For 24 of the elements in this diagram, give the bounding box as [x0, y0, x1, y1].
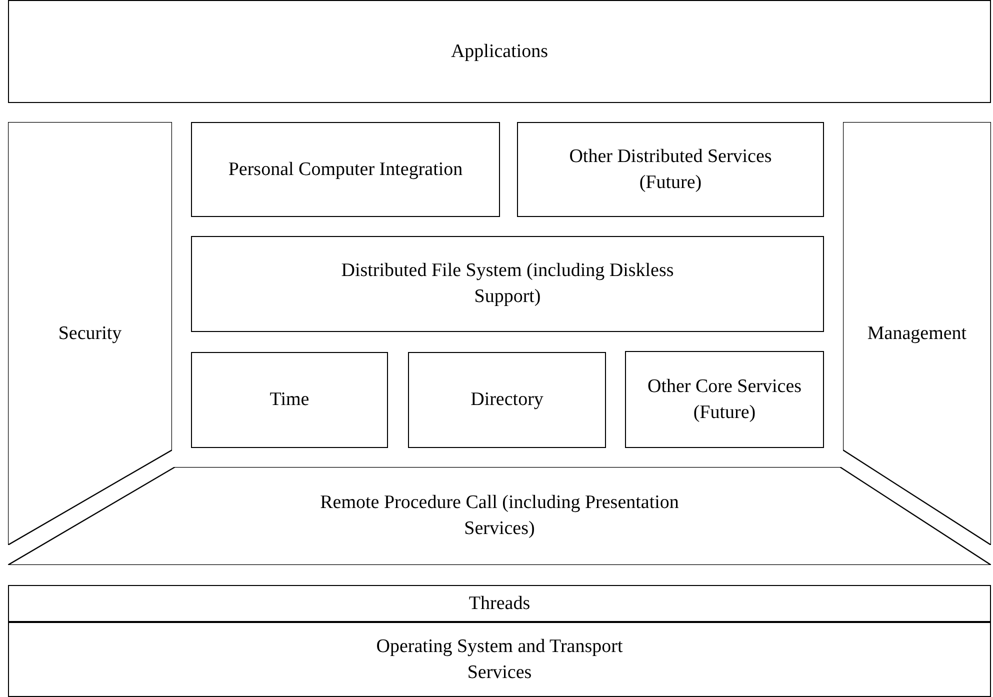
node-label: Distributed File System (including Diskless Support)	[340, 259, 675, 309]
service-box	[625, 351, 824, 448]
side-panel	[8, 122, 172, 545]
node-label: Security	[58, 322, 122, 346]
node-label: Management	[867, 322, 967, 346]
node-label: Remote Procedure Call (including Presentation Services)	[320, 491, 680, 541]
service-box	[517, 122, 824, 217]
node-label: Other Distributed Services (Future)	[568, 144, 773, 194]
layer-box	[8, 0, 991, 103]
service-box	[191, 352, 388, 448]
node-label: Applications	[450, 40, 548, 64]
layer-trapezoid	[8, 467, 991, 565]
node-label: Other Core Services (Future)	[646, 374, 803, 424]
node-label: Time	[270, 388, 310, 412]
node-label: Threads	[468, 592, 530, 616]
service-box	[408, 352, 606, 448]
service-box	[191, 122, 500, 217]
side-panel	[843, 122, 991, 545]
node-label: Operating System and Transport Services	[375, 634, 624, 684]
node-label: Directory	[470, 388, 544, 412]
node-label: Personal Computer Integration	[228, 158, 463, 182]
service-box	[191, 236, 824, 332]
layer-box	[8, 622, 991, 697]
layer-box	[8, 585, 991, 622]
